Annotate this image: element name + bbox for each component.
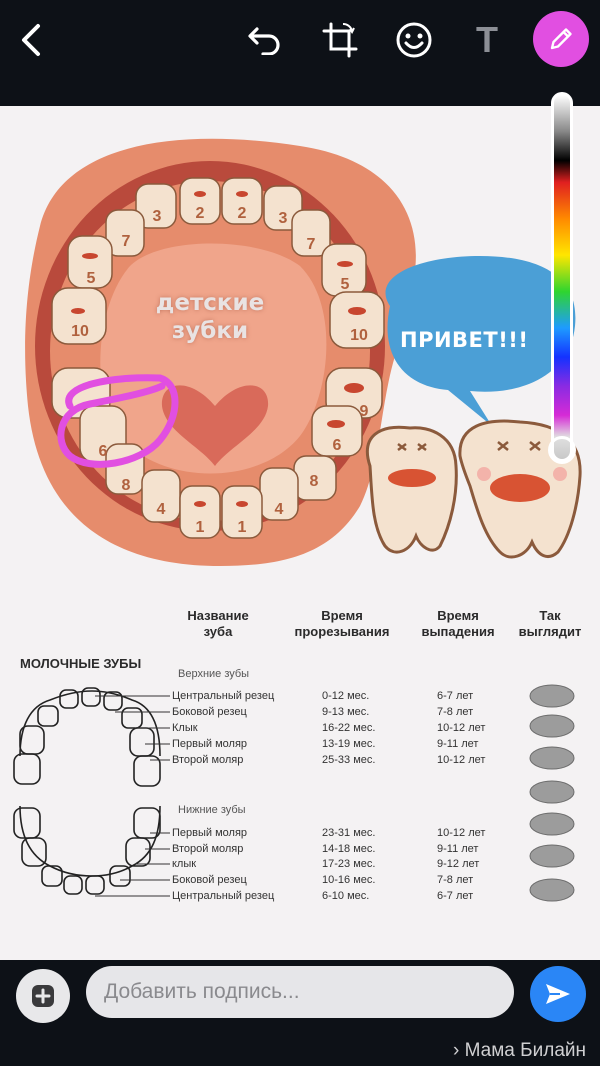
upper-row-eruption: 13-19 мес. (322, 738, 376, 750)
text-icon[interactable]: T (476, 19, 498, 60)
tooth-number: 6 (333, 437, 342, 454)
lower-row-eruption: 6-10 мес. (322, 890, 370, 902)
tooth-number: 3 (153, 208, 162, 225)
color-slider[interactable] (551, 92, 573, 462)
upper-row-eruption: 16-22 мес. (322, 722, 376, 734)
tooth-upper (105, 209, 145, 257)
tooth-lower (221, 485, 263, 539)
upper-row-name: Второй моляр (172, 754, 244, 766)
heart-icon (161, 385, 269, 466)
bubble-text: ПРИВЕТ!!! (400, 328, 529, 352)
lower-row-loss: 10-12 лет (437, 827, 486, 839)
lower-row-eruption: 23-31 мес. (322, 827, 376, 839)
lower-row-eruption: 10-16 мес. (322, 874, 376, 886)
editor-toolbar: T (0, 0, 600, 106)
leader-lines (95, 695, 170, 897)
mouth-icons (529, 684, 575, 902)
upper-row-name: Боковой резец (172, 706, 247, 718)
emoji-icon[interactable] (392, 18, 436, 62)
tooth-numbers: 3 2 2 3 7 7 5 5 10 10 9 6 6 8 8 4 4 1 1 (71, 205, 368, 536)
lower-row-eruption: 14-18 мес. (322, 843, 376, 855)
tooth-number: 10 (71, 323, 89, 340)
upper-row-name: Первый моляр (172, 738, 248, 750)
tooth-number: 1 (196, 519, 205, 536)
dental-diagram (13, 687, 161, 895)
lower-row-name: Первый моляр (172, 827, 248, 839)
upper-row-name: Клык (172, 722, 198, 734)
tooth-number: 2 (196, 205, 205, 222)
tooth-number: 5 (341, 276, 350, 293)
tooth-lower (179, 485, 221, 539)
tooth-upper (221, 177, 263, 225)
tooth-upper (329, 291, 385, 349)
tooth-faces (71, 191, 366, 507)
teeth-illustration: 3 2 2 3 7 7 5 5 10 10 9 6 6 8 8 4 4 1 1 (13, 138, 582, 902)
speech-bubble (385, 256, 576, 426)
caption-input[interactable] (86, 966, 514, 1018)
palate (100, 243, 327, 474)
upper-label: Верхние зубы (178, 668, 250, 680)
tooth-upper (51, 287, 107, 345)
tooth-number: 10 (350, 327, 368, 344)
lower-row-eruption: 17-23 мес. (322, 858, 376, 870)
header-looks: Так выглядит (518, 608, 582, 639)
upper-row-eruption: 25-33 мес. (322, 754, 376, 766)
section-title: МОЛОЧНЫЕ ЗУБЫ (20, 656, 142, 671)
upper-row-eruption: 0-12 мес. (322, 690, 370, 702)
upper-row-name: Центральный резец (172, 690, 275, 702)
recipient-label[interactable]: › Мама Билайн (453, 1040, 586, 1061)
tooth-number: 6 (99, 443, 108, 460)
upper-row-eruption: 9-13 мес. (322, 706, 370, 718)
cloud-title: детские зубки (150, 289, 270, 345)
lower-row-name: Центральный резец (172, 890, 275, 902)
cloud-title-line: детские (155, 290, 265, 316)
cloud-title-line: зубки (171, 318, 249, 344)
upper-row-loss: 10-12 лет (437, 754, 486, 766)
tooth-number: 7 (307, 236, 316, 253)
upper-row-loss: 7-8 лет (437, 706, 474, 718)
send-button[interactable] (530, 966, 586, 1022)
tooth-number: 1 (238, 519, 247, 536)
tooth-number: 7 (122, 233, 131, 250)
header-loss: Время выпадения (421, 608, 495, 639)
upper-row-loss: 9-11 лет (437, 738, 479, 750)
tooth-number: 3 (279, 210, 288, 227)
crop-rotate-icon[interactable] (318, 18, 362, 62)
pencil-icon[interactable] (533, 11, 589, 67)
tooth-upper (291, 209, 331, 257)
tooth-number: 2 (238, 205, 247, 222)
lower-row-loss: 9-12 лет (437, 858, 480, 870)
tooth-number: 4 (157, 501, 166, 518)
tooth-number: 8 (122, 477, 131, 494)
lower-row-loss: 9-11 лет (437, 843, 479, 855)
lower-row-name: Боковой резец (172, 874, 247, 886)
lower-row-loss: 7-8 лет (437, 874, 474, 886)
tooth-lower (311, 405, 363, 457)
tooth-upper (179, 177, 221, 225)
add-media-button[interactable] (16, 969, 70, 1023)
lower-row-loss: 6-7 лет (437, 890, 474, 902)
upper-row-loss: 10-12 лет (437, 722, 486, 734)
add-media-icon (32, 985, 54, 1007)
tooth-upper (135, 183, 177, 229)
upper-teeth (51, 177, 385, 349)
tooth-number: 9 (360, 403, 369, 420)
header-eruption: Время прорезывания (294, 608, 390, 639)
image-canvas[interactable]: 3 2 2 3 7 7 5 5 10 10 9 6 6 8 8 4 4 1 1 (0, 106, 600, 960)
big-tooth-left (365, 425, 458, 554)
lower-label: Нижние зубы (178, 804, 246, 816)
header-name: Название зуба (187, 608, 249, 639)
back-icon[interactable] (10, 18, 54, 62)
tooth-number: 5 (87, 270, 96, 287)
tooth-number: 4 (275, 501, 284, 518)
lower-row-name: Второй моляр (172, 843, 244, 855)
pen-annotation (57, 374, 179, 468)
upper-row-loss: 6-7 лет (437, 690, 474, 702)
tooth-number: 8 (310, 473, 319, 490)
undo-icon[interactable] (243, 18, 287, 62)
color-slider-handle[interactable] (548, 436, 576, 464)
lower-row-name: клык (172, 858, 197, 870)
send-icon (546, 984, 570, 1004)
